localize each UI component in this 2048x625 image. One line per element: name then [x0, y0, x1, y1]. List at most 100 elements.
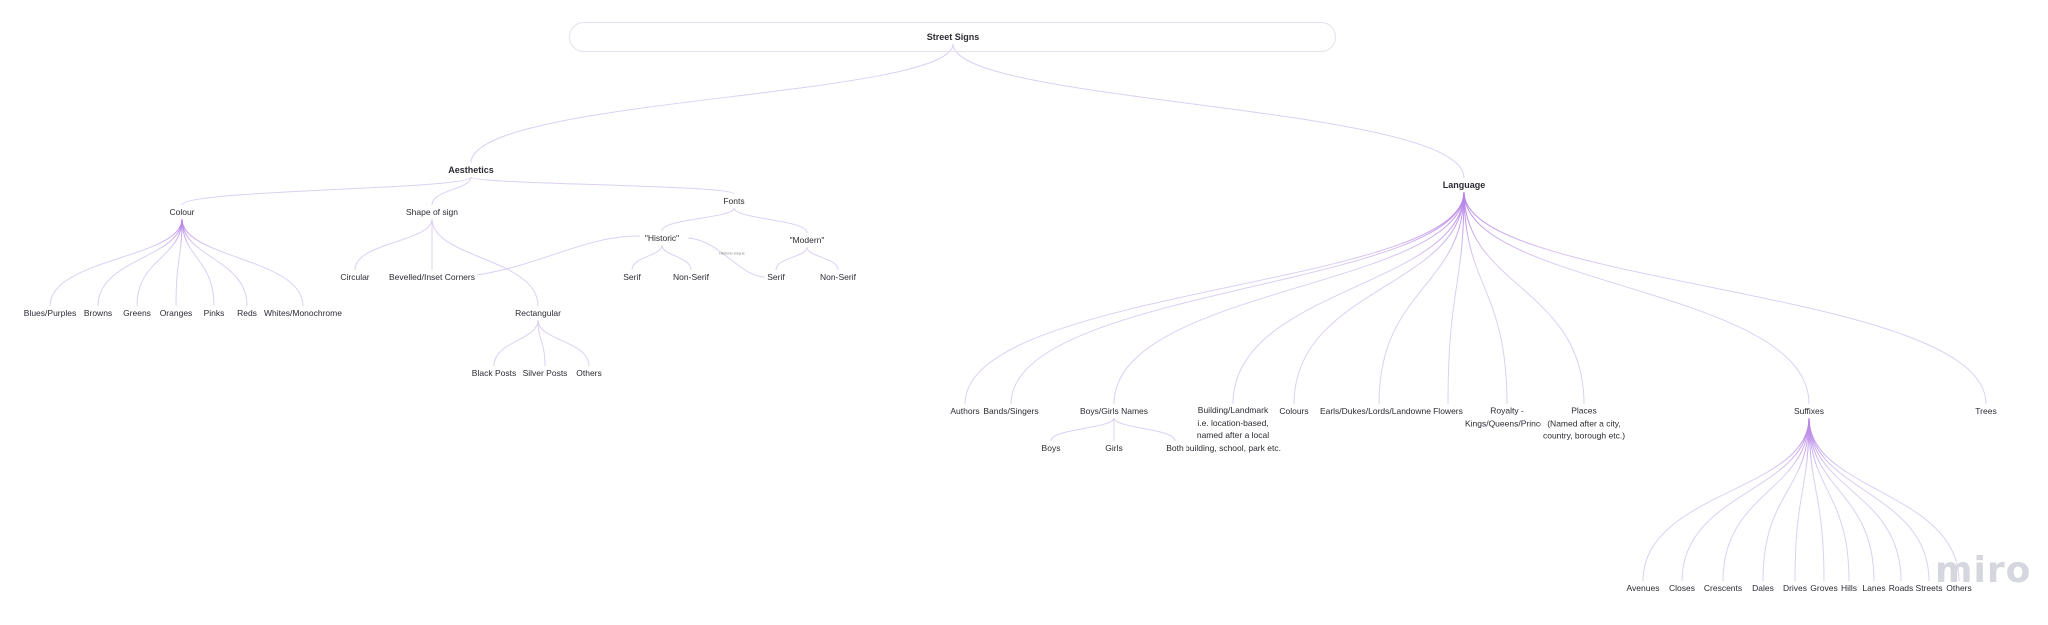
node-groves[interactable]: Groves — [1808, 581, 1840, 595]
node-flowers[interactable]: Flowers — [1431, 404, 1465, 418]
node-royalty[interactable]: Royalty - Kings/Queens/Princes — [1462, 404, 1552, 430]
node-closes[interactable]: Closes — [1667, 581, 1697, 595]
edge-suffixes-groves — [1808, 417, 1825, 582]
edge-language-royalty — [1463, 191, 1508, 405]
edge-suffixes-drives — [1794, 417, 1810, 582]
node-others-posts[interactable]: Others — [574, 366, 604, 380]
edge-fonts-modern — [733, 207, 808, 234]
edge-root-aesthetics — [470, 43, 954, 164]
node-historic[interactable]: "Historic" — [642, 231, 682, 245]
node-streets[interactable]: Streets — [1913, 581, 1945, 595]
edge-colour-whites — [181, 218, 304, 307]
edge-colour-browns — [97, 218, 183, 307]
edge-suffixes-avenues — [1642, 417, 1810, 582]
edge-suffixes-streets — [1808, 417, 1930, 582]
node-reds[interactable]: Reds — [235, 306, 259, 320]
node-modern[interactable]: "Modern" — [787, 233, 827, 247]
node-authors[interactable]: Authors — [948, 404, 982, 418]
node-bands[interactable]: Bands/Singers — [981, 404, 1041, 418]
node-earls[interactable]: Earls/Dukes/Lords/Landowners — [1317, 404, 1441, 418]
node-dales[interactable]: Dales — [1750, 581, 1776, 595]
node-drives[interactable]: Drives — [1780, 581, 1810, 595]
edge-rectangular-silver_posts — [537, 319, 546, 367]
edge-suffixes-others_suffix — [1808, 417, 1960, 582]
edge-language-names — [1113, 191, 1465, 405]
edge-fonts-historic — [661, 207, 735, 232]
link-historic-serif — [687, 237, 766, 278]
node-boys[interactable]: Boys — [1039, 441, 1063, 455]
edge-modern-m_serif — [775, 246, 808, 271]
edge-language-trees — [1463, 191, 1987, 405]
edge-suffixes-closes — [1681, 417, 1810, 582]
edge-rectangular-others_posts — [537, 319, 590, 367]
node-roads[interactable]: Roads — [1886, 581, 1916, 595]
edge-colour-blues — [49, 218, 183, 307]
edge-historic-h_nonserif — [661, 244, 692, 271]
node-girls[interactable]: Girls — [1103, 441, 1125, 455]
edge-shape-rectangular — [431, 218, 539, 307]
node-colour[interactable]: Colour — [167, 205, 197, 219]
edge-aesthetics-fonts — [470, 176, 735, 195]
edge-language-authors — [964, 191, 1465, 405]
node-greens[interactable]: Greens — [121, 306, 153, 320]
node-avenues[interactable]: Avenues — [1624, 581, 1662, 595]
edge-colour-pinks — [181, 218, 215, 307]
node-language[interactable]: Language — [1440, 178, 1488, 192]
node-building[interactable]: Building/Landmark i.e. location-based, n… — [1183, 404, 1283, 454]
node-hills[interactable]: Hills — [1838, 581, 1860, 595]
link-bevelled-historic — [462, 235, 641, 278]
node-shape[interactable]: Shape of sign — [404, 205, 460, 219]
edge-aesthetics-colour — [181, 176, 472, 206]
node-trees[interactable]: Trees — [1973, 404, 1999, 418]
node-colours[interactable]: Colours — [1277, 404, 1311, 418]
root-node-frame[interactable] — [569, 22, 1336, 52]
node-h-serif[interactable]: Serif — [621, 270, 643, 284]
node-root[interactable]: Street Signs — [924, 30, 982, 44]
edge-root-language — [952, 43, 1465, 179]
node-names[interactable]: Boys/Girls Names — [1077, 404, 1151, 418]
edge-names-both — [1113, 417, 1176, 442]
edge-colour-oranges — [175, 218, 183, 307]
node-crescents[interactable]: Crescents — [1701, 581, 1745, 595]
edge-names-boys — [1050, 417, 1115, 442]
node-suffixes[interactable]: Suffixes — [1791, 404, 1827, 418]
miro-logo: miro — [1935, 550, 2032, 591]
node-black-posts[interactable]: Black Posts — [469, 366, 519, 380]
node-h-nonserif[interactable]: Non-Serif — [671, 270, 711, 284]
edge-historic-h_serif — [631, 244, 663, 271]
edge-language-bands — [1010, 191, 1465, 405]
edge-suffixes-dales — [1762, 417, 1810, 582]
node-whites[interactable]: Whites/Monochrome — [262, 306, 344, 320]
edge-colour-reds — [181, 218, 248, 307]
node-blues[interactable]: Blues/Purples — [21, 306, 79, 320]
edge-language-flowers — [1447, 191, 1465, 405]
node-m-nonserif[interactable]: Non-Serif — [818, 270, 858, 284]
node-m-serif[interactable]: Serif — [765, 270, 787, 284]
node-bevelled[interactable]: Bevelled/Inset Corners — [387, 270, 477, 284]
edge-language-earls — [1378, 191, 1465, 405]
edge-suffixes-roads — [1808, 417, 1902, 582]
node-fonts[interactable]: Fonts — [721, 194, 747, 208]
node-places[interactable]: Places (Named after a city, country, bor… — [1540, 404, 1628, 442]
node-both[interactable]: Both — [1164, 441, 1186, 455]
historic-link-label: Historic-esque — [719, 250, 745, 256]
edge-suffixes-hills — [1808, 417, 1850, 582]
edge-language-places — [1463, 191, 1585, 405]
edge-language-building — [1232, 191, 1465, 405]
node-circular[interactable]: Circular — [338, 270, 372, 284]
node-aesthetics[interactable]: Aesthetics — [446, 163, 496, 177]
node-lanes[interactable]: Lanes — [1860, 581, 1888, 595]
edge-rectangular-black_posts — [493, 319, 539, 367]
node-others-suffix[interactable]: Others — [1944, 581, 1974, 595]
edge-suffixes-crescents — [1722, 417, 1810, 582]
edge-shape-circular — [354, 218, 433, 271]
node-pinks[interactable]: Pinks — [201, 306, 227, 320]
node-rectangular[interactable]: Rectangular — [513, 306, 563, 320]
edge-aesthetics-shape — [431, 176, 472, 206]
node-silver-posts[interactable]: Silver Posts — [520, 366, 570, 380]
edge-modern-m_nonserif — [806, 246, 839, 271]
node-browns[interactable]: Browns — [81, 306, 115, 320]
edge-language-suffixes — [1463, 191, 1810, 405]
node-oranges[interactable]: Oranges — [157, 306, 195, 320]
